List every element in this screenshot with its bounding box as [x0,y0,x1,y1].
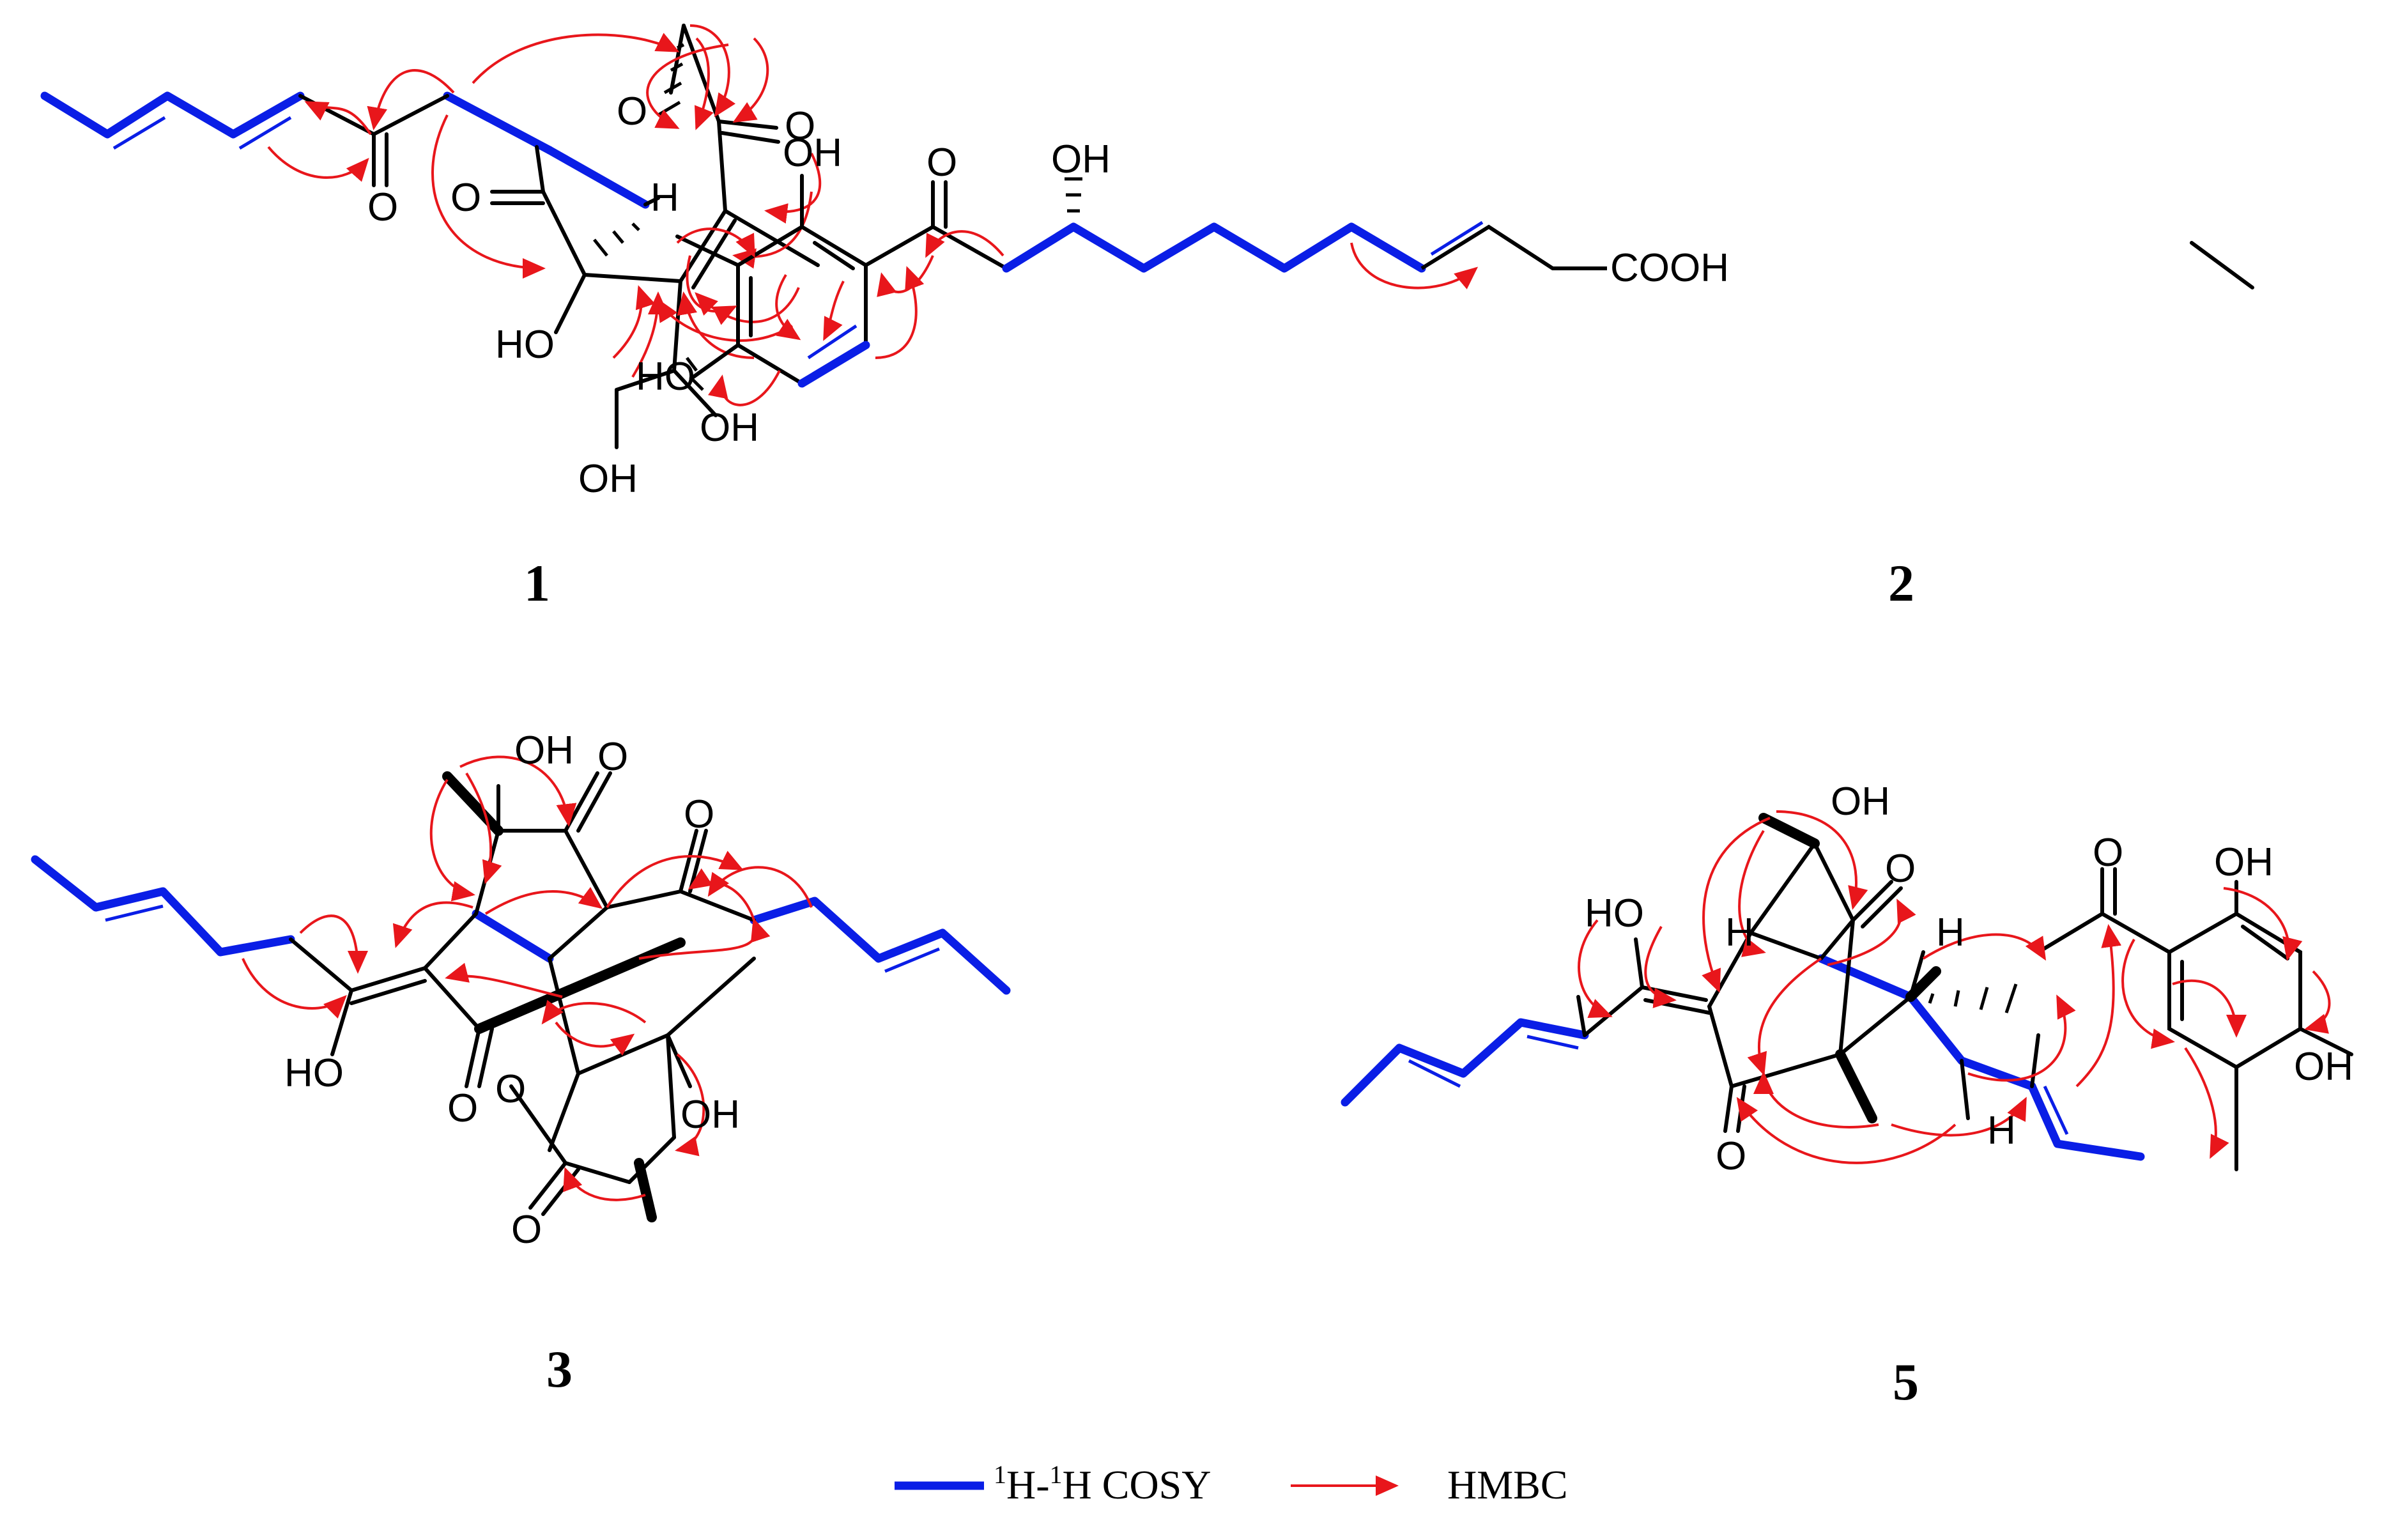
compound-1-hydroxyl-left: HO [495,323,555,367]
compound-5-cosy-bonds [1341,954,2145,1161]
compound-number-2: 2 [1888,554,1914,612]
compound-3-structure: OH O O HO O O OH O 3 [31,728,1011,1398]
compound-5-hmbc-arrows [1578,810,2331,1164]
compound-5-hashed-wedges [1928,983,2018,1013]
compound-2-phenol-oh-top: OH [783,131,842,175]
compound-2-ketone-oxygen: O [927,141,957,185]
compound-number-5: 5 [1893,1353,1919,1411]
compound-3-hmbc-arrows [242,755,813,1201]
compound-2-bonds [675,174,2254,386]
compound-3-hydroxyl-top: OH [514,728,574,773]
compound-number-3: 3 [546,1340,573,1398]
compound-5-bridge-ketone-oxygen: O [1885,847,1916,891]
compound-3-cosy-double-bonds [105,904,940,973]
compound-1-hmbc-arrows [267,24,822,378]
compound-5-phenol-oh-top: OH [2214,840,2273,884]
compound-1-ketone-oxygen: O [785,104,815,148]
compound-3-bold-bonds [442,771,686,1222]
compound-5-cosy-double-bonds [1408,1035,2069,1136]
compound-2-hmbc-arrows [676,227,1479,406]
compound-1-structure: O O O O H HO OH OH 1 [40,24,822,612]
compound-1-hashed-wedges [593,43,704,391]
compound-1-cosy-bonds [40,91,650,209]
compound-3-ketone-oxygen-bottom: O [447,1086,478,1130]
compound-5-phenol-oh-right: OH [2294,1045,2353,1089]
compound-3-ketone-oxygen-right: O [684,792,714,836]
compound-3-lactone-oxygen: O [495,1067,526,1111]
compound-1-cosy-double-bonds [112,116,292,150]
compound-2-alcohol-oh: OH [1051,137,1111,181]
compound-1-bonds [298,24,820,449]
legend-cosy-label: 1H-1H COSY [994,1460,1211,1507]
compound-3-cosy-bonds [31,855,1011,995]
compound-5-aryl-ketone-oxygen: O [2093,831,2123,875]
compound-number-1: 1 [524,554,550,612]
compound-3-ketone-oxygen-top: O [597,735,628,779]
compound-3-hydroxyl-right: OH [681,1093,740,1137]
compound-1-hydroxyl-bottom: OH [578,457,638,501]
compound-2-phenol-ho: HO [636,355,695,399]
compound-1-chain-ketone-oxygen: O [367,185,398,229]
compound-2-hashed-wedges [1065,177,1082,213]
compound-2-acid-bonds [1420,224,1607,270]
compound-1-ring-oxygen: O [617,89,647,134]
compound-2-cosy-bonds [797,222,1426,388]
compound-2-acid-double [1430,220,1484,256]
compound-5-structure: OH O HO H H H O O OH OH 5 [1341,780,2353,1411]
legend: 1H-1H COSY HMBC [895,1460,1568,1507]
compound-5-hydroxyl-top: OH [1831,780,1890,824]
compound-5-hydrogen-bottom: H [1987,1109,2016,1153]
compound-5-enol-hydroxyl: HO [1585,891,1644,936]
compound-5-hydrogen-right: H [1936,911,1965,955]
compound-1-hydrogen: H [650,176,679,220]
compound-1-hydroxyl-right: OH [700,406,759,450]
compound-1-lactone-oxygen: O [450,176,481,220]
compound-2-cosy-double-bonds [807,324,857,360]
compound-2-structure: OH O OH HO COOH 2 [636,131,2254,612]
compound-3-lactone-carbonyl-oxygen: O [511,1208,542,1252]
compound-5-hydrogen-left: H [1725,911,1754,955]
compound-3-hydroxyl-left: HO [284,1051,344,1095]
compound-5-bold-bonds [1758,813,1941,1123]
compound-5-ketone-oxygen-bottom: O [1716,1134,1746,1178]
compound-5-bonds [1576,842,2353,1171]
legend-hmbc-label: HMBC [1447,1462,1568,1507]
compound-2-carboxylic-acid: COOH [1610,246,1729,290]
